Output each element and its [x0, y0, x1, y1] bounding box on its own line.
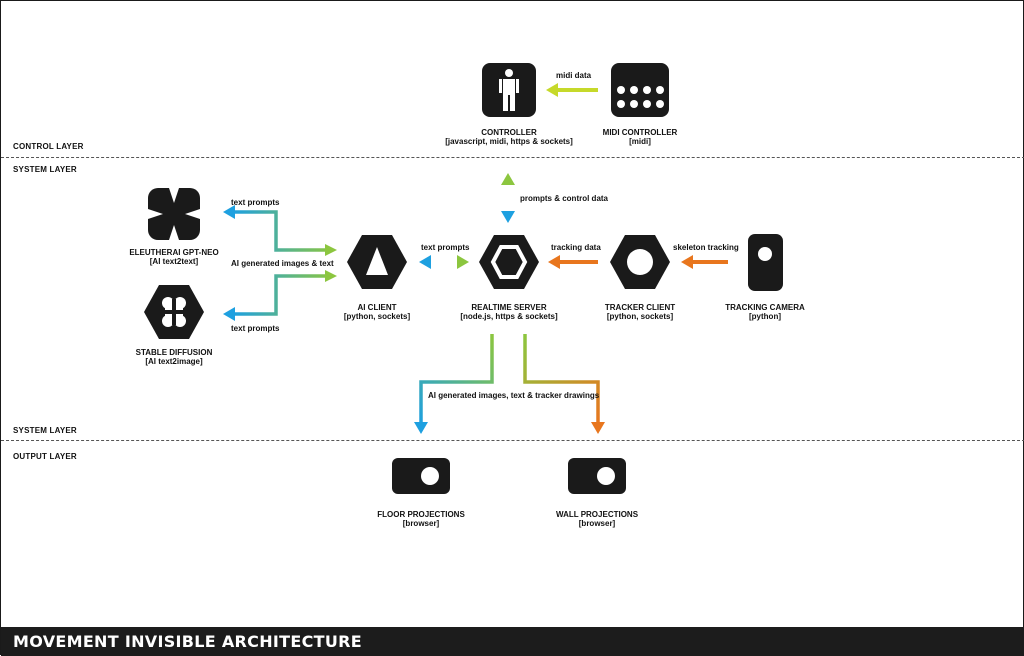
text-prompts-top-label: text prompts: [231, 198, 280, 207]
wall-projections-label: WALL PROJECTIONS [browser]: [507, 510, 687, 528]
output-left-arrow: [414, 334, 494, 434]
camera-icon: [748, 234, 783, 291]
hexagon-circle-icon: [610, 235, 670, 289]
text-prompts-top-arrow: [223, 205, 337, 256]
wall-projections-sub: [browser]: [578, 519, 616, 528]
midi-controller-label: MIDI CONTROLLER [midi]: [550, 128, 730, 146]
tracker-client-sub: [python, sockets]: [606, 312, 674, 321]
tracker-client-label: TRACKER CLIENT [python, sockets]: [550, 303, 730, 321]
floor-projections-label: FLOOR PROJECTIONS [browser]: [331, 510, 511, 528]
tracking-camera-title: TRACKING CAMERA: [725, 303, 805, 312]
system-output-divider: [1, 440, 1024, 441]
floor-projections-title: FLOOR PROJECTIONS: [377, 510, 465, 519]
tracker-client-title: TRACKER CLIENT: [604, 303, 676, 312]
midi-pads-icon: [611, 63, 669, 117]
realtime-server-title: REALTIME SERVER: [471, 303, 547, 312]
ai-generated-label: AI generated images & text: [231, 259, 334, 268]
midi-data-arrow: [546, 83, 598, 97]
prompts-control-label: prompts & control data: [520, 194, 609, 203]
footer-bar: MOVEMENT INVISIBLE ARCHITECTURE: [1, 627, 1024, 656]
skeleton-tracking-label: skeleton tracking: [673, 243, 739, 252]
ai-client-title: AI CLIENT: [357, 303, 397, 312]
person-icon: [482, 63, 536, 117]
tracking-data-arrow: [548, 255, 598, 269]
projector-icon: [392, 458, 450, 494]
wall-projections-title: WALL PROJECTIONS: [555, 510, 639, 519]
realtime-server-label: REALTIME SERVER [node.js, https & socket…: [419, 303, 599, 321]
output-layer-label: OUTPUT LAYER: [13, 452, 77, 461]
text-prompts-bottom-label: text prompts: [231, 324, 280, 333]
midi-data-label: midi data: [556, 71, 592, 80]
controller-sub: [javascript, midi, https & sockets]: [445, 137, 573, 146]
hexagon-hexagon-icon: [479, 235, 539, 289]
gpt-neo-sub: [AI text2text]: [149, 257, 199, 266]
floor-projections-sub: [browser]: [402, 519, 440, 528]
skeleton-tracking-arrow: [681, 255, 728, 269]
projector-icon: [568, 458, 626, 494]
tracking-camera-label: TRACKING CAMERA [python]: [675, 303, 855, 321]
stable-diffusion-sub: [AI text2image]: [145, 357, 203, 366]
hexagon-quatrefoil-icon: [144, 285, 204, 339]
stable-diffusion-title: STABLE DIFFUSION: [135, 348, 213, 357]
system-layer-label-top: SYSTEM LAYER: [13, 165, 77, 174]
control-system-divider: [1, 157, 1024, 158]
output-data-label: AI generated images, text & tracker draw…: [428, 391, 600, 400]
gpt-neo-label: ELEUTHERAI GPT-NEO [AI text2text]: [84, 248, 264, 266]
footer-title: MOVEMENT INVISIBLE ARCHITECTURE: [13, 632, 363, 651]
control-layer-label: CONTROL LAYER: [13, 142, 84, 151]
midi-controller-sub: [midi]: [629, 137, 651, 146]
stable-diffusion-label: STABLE DIFFUSION [AI text2image]: [84, 348, 264, 366]
quatrefoil-icon: [148, 188, 200, 240]
output-right-arrow: [523, 334, 605, 434]
realtime-server-sub: [node.js, https & sockets]: [460, 312, 558, 321]
ai-client-sub: [python, sockets]: [343, 312, 411, 321]
gpt-neo-title: ELEUTHERAI GPT-NEO: [129, 248, 219, 257]
text-prompts-bottom-arrow: [223, 270, 337, 321]
system-layer-label-bottom: SYSTEM LAYER: [13, 426, 77, 435]
hexagon-triangle-icon: [347, 235, 407, 289]
ai-client-label: AI CLIENT [python, sockets]: [287, 303, 467, 321]
prompts-control-arrow: [501, 173, 515, 223]
controller-label: CONTROLLER [javascript, midi, https & so…: [419, 128, 599, 146]
midi-controller-title: MIDI CONTROLLER: [602, 128, 678, 137]
controller-title: CONTROLLER: [481, 128, 537, 137]
tracking-data-label: tracking data: [551, 243, 601, 252]
text-prompts-mid-label: text prompts: [421, 243, 470, 252]
tracking-camera-sub: [python]: [749, 312, 781, 321]
text-prompts-mid-arrow: [419, 255, 469, 269]
